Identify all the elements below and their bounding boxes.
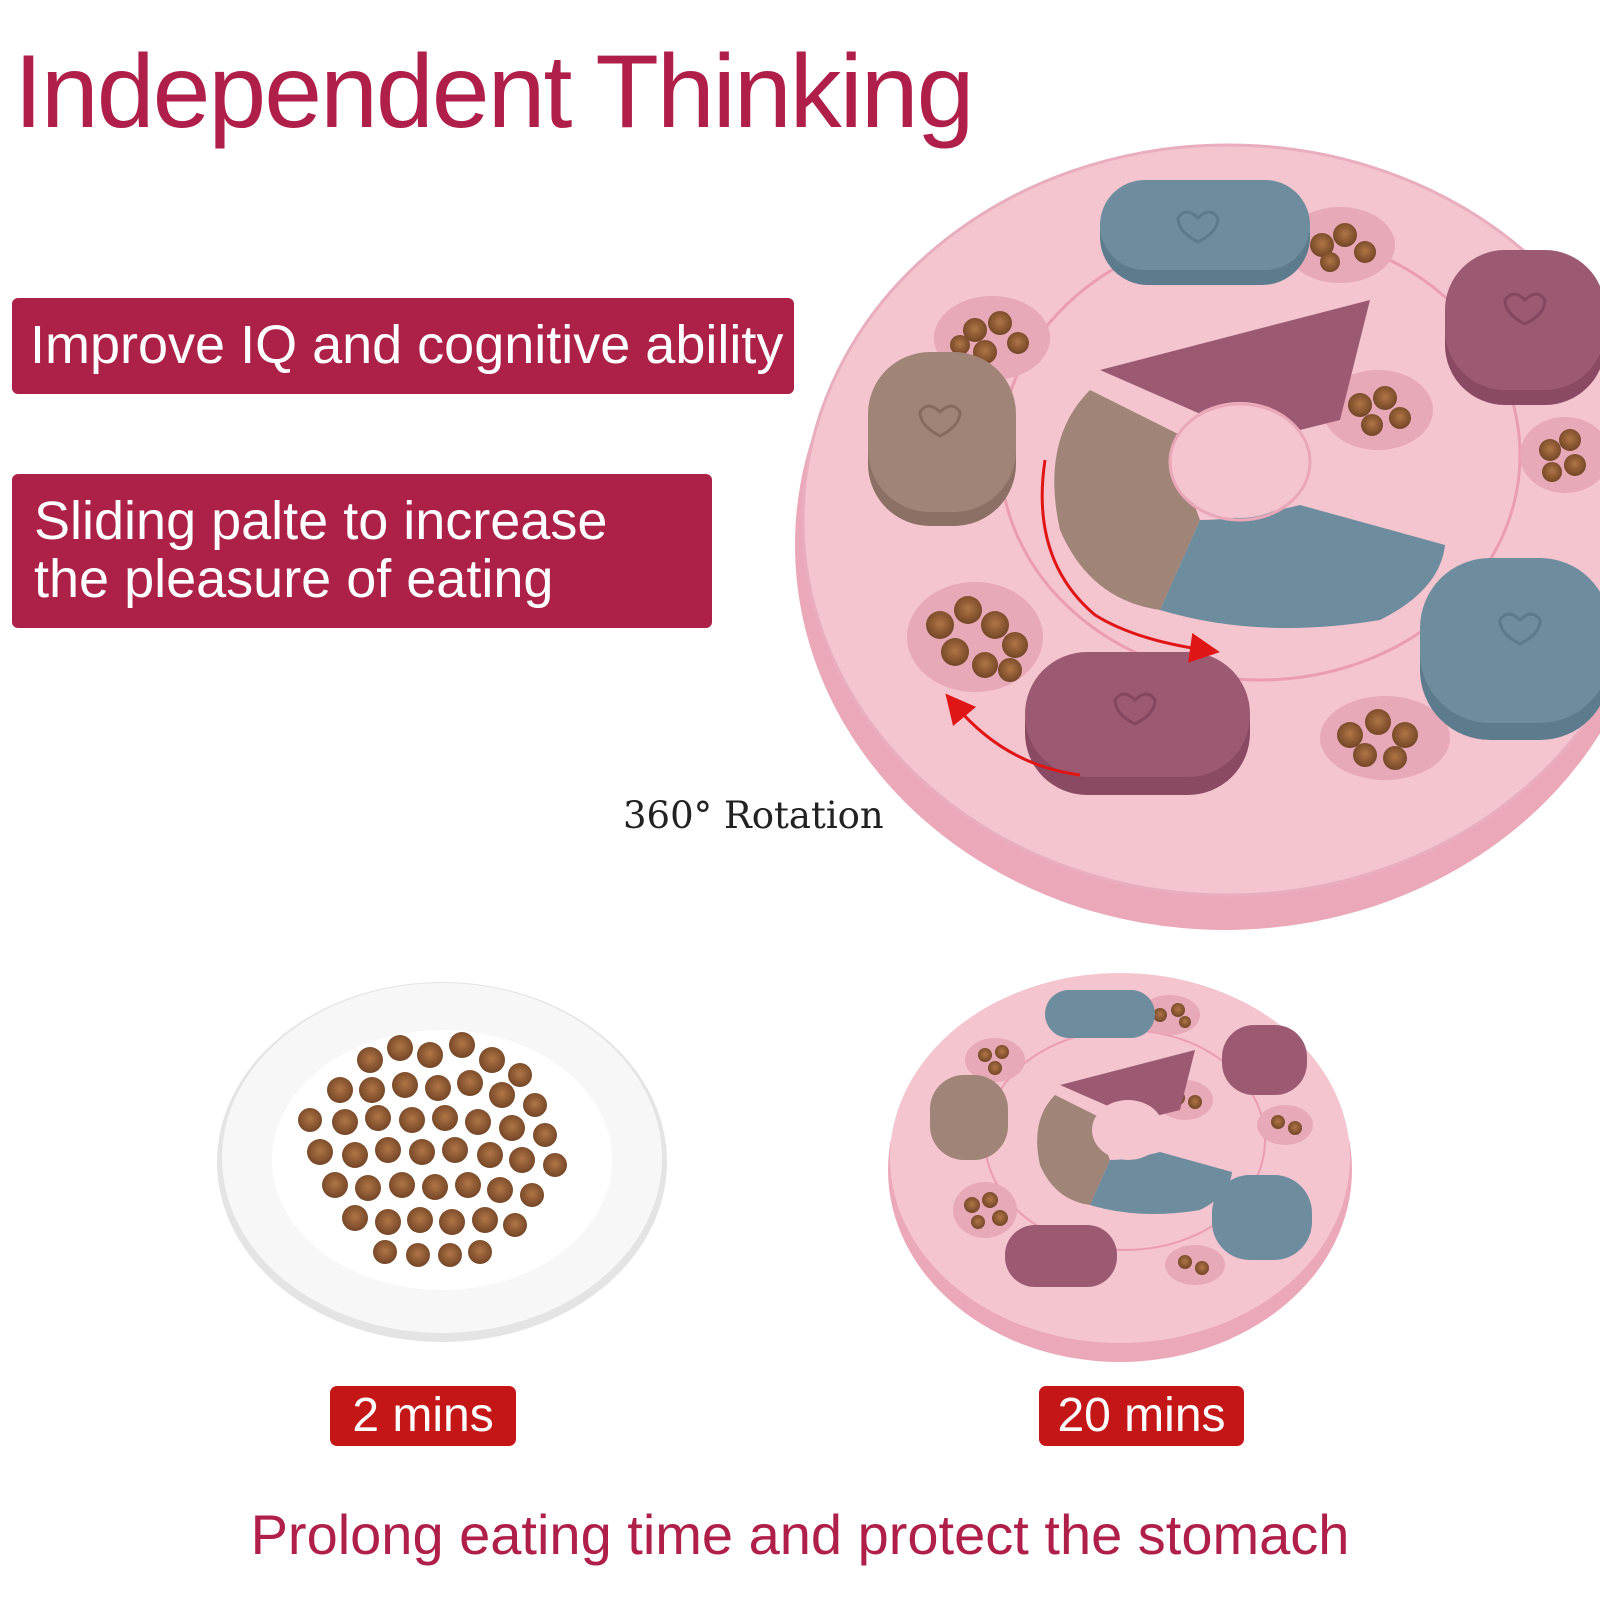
slide-cover-mauve-bottom [1025,652,1250,795]
food-well [1285,207,1395,283]
rotation-arrows [945,459,1220,777]
rotation-caption: 360° Rotation [623,794,884,837]
feeder-time-badge: 20 mins [1039,1386,1244,1446]
food-well [907,582,1043,692]
large-puzzle-feeder [795,143,1600,930]
slide-cover-mauve-right [1445,250,1600,405]
footer-tagline: Prolong eating time and protect the stom… [250,1503,1350,1566]
slide-cover-blue-top [1100,180,1310,285]
feature-sliding-box: Sliding palte to increase the pleasure o… [12,474,712,628]
rotating-center-disc [1054,300,1445,628]
slide-cover-blue-right [1420,558,1600,740]
food-well [1320,696,1450,780]
slide-cover-taupe-left [868,352,1016,526]
plate-time-badge: 2 mins [330,1386,516,1446]
food-well [1323,370,1433,450]
kibble-pile [298,1032,567,1267]
food-well [1520,417,1600,493]
feature-iq-label: Improve IQ and cognitive ability [30,315,784,375]
feature-iq-box: Improve IQ and cognitive ability [12,298,794,394]
plate-with-kibble [217,982,667,1342]
feature-sliding-label: Sliding palte to increase the pleasure o… [34,491,608,609]
small-puzzle-feeder [888,973,1352,1362]
page-title: Independent Thinking [14,34,974,150]
